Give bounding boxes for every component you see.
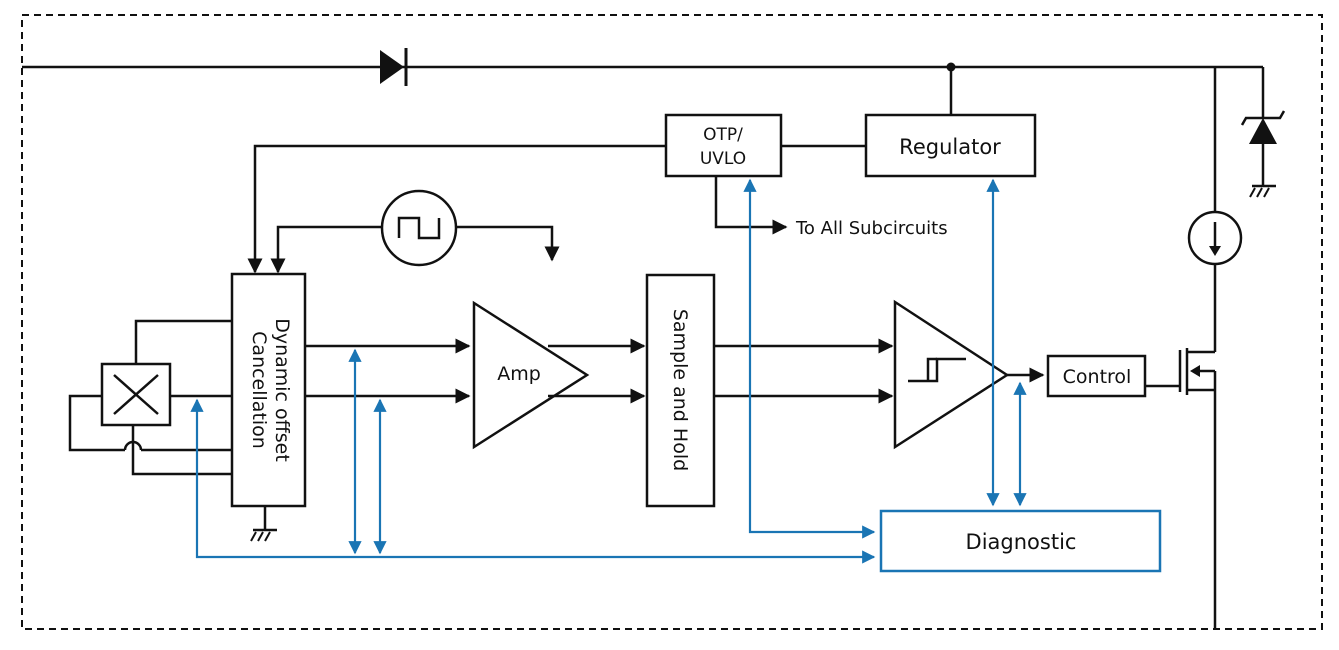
amp-label: Amp	[497, 363, 541, 385]
output-mosfet	[1178, 348, 1215, 395]
sample-and-hold-label: Sample and Hold	[669, 309, 691, 471]
zener-diode	[1240, 110, 1286, 144]
current-source	[1187, 210, 1243, 266]
to-all-subcircuits-label: To All Subcircuits	[795, 218, 948, 239]
diagnostic-block	[879, 509, 1162, 573]
ground-symbol	[1249, 184, 1276, 198]
otp-uvlo-label-line1: OTP/	[703, 125, 743, 145]
regulator-block	[864, 113, 1037, 178]
clock-oscillator-icon	[380, 189, 458, 267]
diagnostic-bus	[190, 178, 1027, 564]
control-block	[1046, 354, 1147, 398]
reverse-protection-diode	[380, 48, 408, 86]
control-label: Control	[1063, 366, 1132, 388]
dynamic-offset-label-line1: Dynamic offset	[271, 318, 293, 462]
package-outline	[21, 14, 1323, 630]
otp-uvlo-block	[664, 113, 783, 178]
hall-sensor-element	[100, 362, 172, 427]
hysteresis-icon	[908, 357, 966, 383]
ground-symbol	[250, 528, 277, 542]
schmitt-trigger-comparator	[893, 299, 1010, 450]
dynamic-offset-label-line2: Cancellation	[248, 331, 270, 449]
regulator-label: Regulator	[899, 135, 1001, 159]
otp-uvlo-label-line2: UVLO	[700, 149, 746, 169]
diagnostic-label: Diagnostic	[966, 530, 1077, 554]
